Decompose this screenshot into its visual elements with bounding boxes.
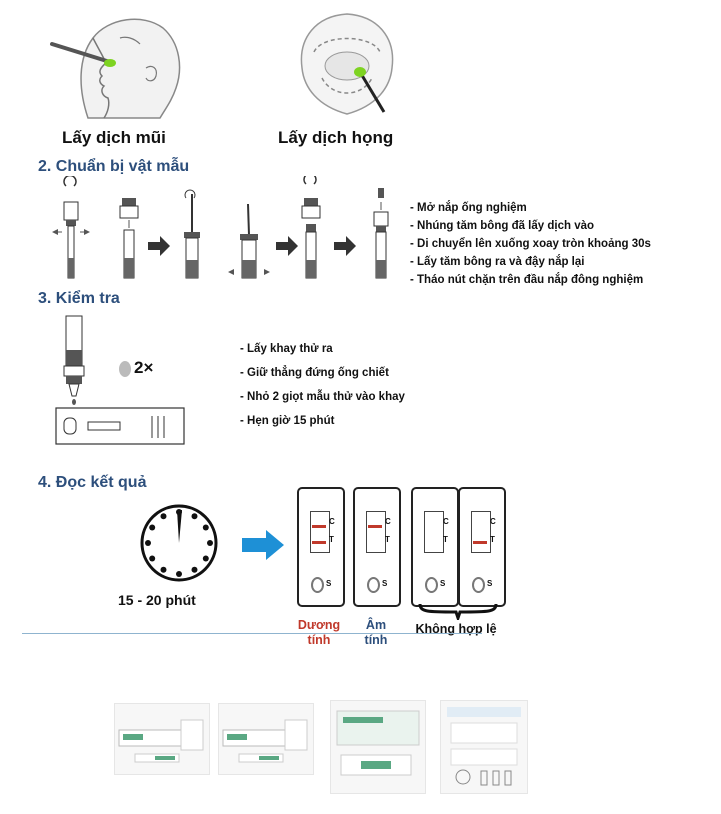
- sample-well: [425, 577, 438, 593]
- prepare-sequence-illustration: [44, 176, 406, 288]
- label-t: T: [490, 535, 495, 544]
- prepare-step: Di chuyển lên xuống xoay tròn khoảng 30s: [410, 235, 651, 253]
- nose-caption: Lấy dịch mũi: [62, 128, 166, 147]
- arrow-icon: [276, 236, 298, 256]
- prepare-step: Tháo nút chặn trên đầu nắp đông nghiệm: [410, 271, 651, 289]
- drops-count: 2×: [134, 358, 154, 377]
- label-s: S: [326, 579, 332, 588]
- test-step: Lấy khay thử ra: [240, 337, 405, 361]
- test-dropper-illustration: [52, 312, 202, 450]
- label-c: C: [490, 517, 496, 526]
- tube-swab-in: [184, 189, 200, 279]
- sample-well: [472, 577, 485, 593]
- product-thumbnail: [330, 700, 426, 794]
- prepare-step: Mở nắp ống nghiệm: [410, 199, 651, 217]
- label-t: T: [385, 535, 390, 544]
- label-c: C: [443, 517, 449, 526]
- label-s: S: [382, 579, 388, 588]
- read-title: 4. Đọc kết quả: [38, 474, 147, 491]
- tube-remove-stopper: [373, 188, 389, 279]
- sample-well: [311, 577, 324, 593]
- read-time: 15 - 20 phút: [118, 592, 196, 608]
- label-s: S: [487, 579, 493, 588]
- prepare-title: 2. Chuẩn bị vật mẫu: [38, 158, 190, 175]
- nose-swab-illustration: [48, 8, 188, 120]
- test-title: 3. Kiểm tra: [38, 290, 120, 307]
- tube-dropper: [119, 198, 139, 279]
- negative-label: Âm tính: [364, 618, 388, 647]
- test-step: Nhỏ 2 giọt mẫu thử vào khay: [240, 385, 405, 409]
- test-step: Giữ thẳng đứng ống chiết: [240, 361, 405, 385]
- tube-close-cap: [301, 176, 321, 279]
- prepare-step: Nhúng tăm bông đã lấy dịch vào: [410, 217, 651, 235]
- control-line: [312, 525, 326, 528]
- sample-well: [367, 577, 380, 593]
- throat-swab-illustration: [292, 8, 402, 120]
- label-t: T: [443, 535, 448, 544]
- product-thumbnail: [440, 700, 528, 794]
- label-t: T: [329, 535, 334, 544]
- arrow-right-icon: [242, 530, 284, 560]
- product-thumbnail: [218, 703, 314, 775]
- label-c: C: [385, 517, 391, 526]
- test-line: [473, 541, 487, 544]
- test-steps: Lấy khay thử ra Giữ thẳng đứng ống chiết…: [240, 337, 405, 433]
- cassette-invalid-1: C T S: [411, 487, 459, 607]
- cassette-positive: C T S: [297, 487, 345, 607]
- tube-rotate: [228, 203, 270, 279]
- arrow-icon: [334, 236, 356, 256]
- positive-label: Dương tính: [297, 618, 341, 647]
- throat-caption: Lấy dịch họng: [278, 128, 394, 147]
- label-c: C: [329, 517, 335, 526]
- prepare-steps: Mở nắp ống nghiệm Nhúng tăm bông đã lấy …: [410, 199, 651, 289]
- prepare-step: Lấy tăm bông ra và đậy nắp lại: [410, 253, 651, 271]
- cassette-negative: C T S: [353, 487, 401, 607]
- control-line: [368, 525, 382, 528]
- divider: [22, 633, 482, 634]
- cassette-invalid-2: C T S: [458, 487, 506, 607]
- clock-icon: [138, 502, 220, 584]
- arrow-icon: [148, 236, 170, 256]
- label-s: S: [440, 579, 446, 588]
- tube-open-cap: [52, 176, 90, 279]
- product-thumbnail: [114, 703, 210, 775]
- test-step: Hẹn giờ 15 phút: [240, 409, 405, 433]
- invalid-label: Không hợp lệ: [415, 622, 497, 636]
- invalid-brace: [418, 602, 498, 620]
- test-line: [312, 541, 326, 544]
- drop-icon: [119, 361, 131, 377]
